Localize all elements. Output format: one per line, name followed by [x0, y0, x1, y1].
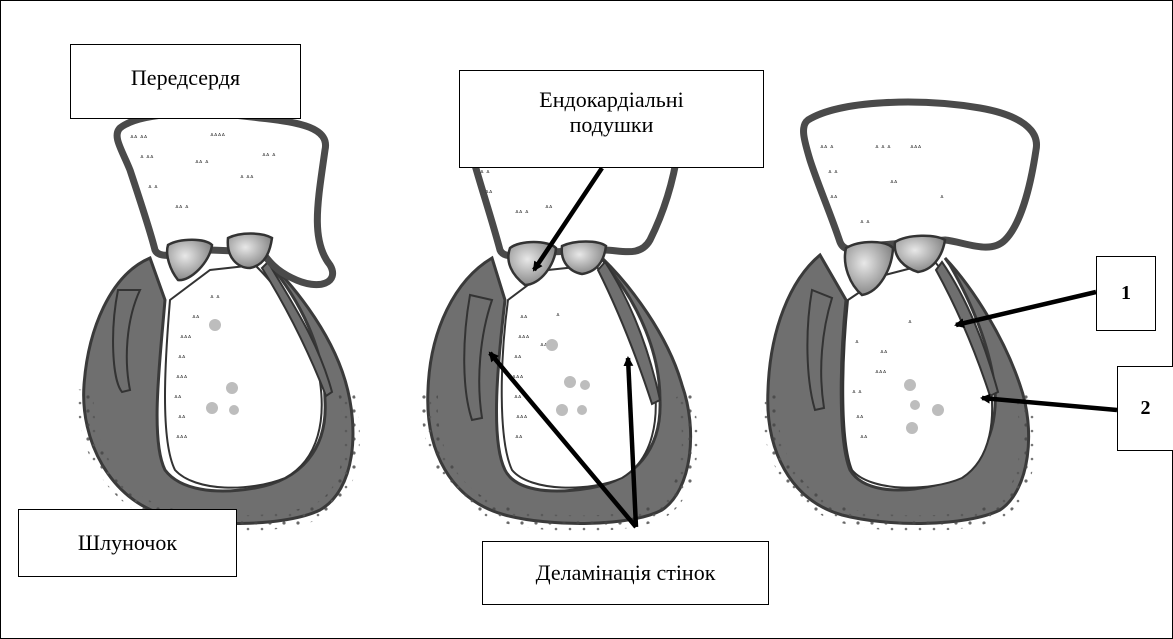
label-endocardial-cushions: Ендокардіальні подушки	[459, 70, 764, 168]
svg-text:ᐞᐞ ᐞ: ᐞᐞ ᐞ	[262, 152, 276, 160]
svg-text:ᐞᐞ: ᐞᐞ	[174, 394, 182, 402]
svg-text:ᐞᐞ: ᐞᐞ	[880, 349, 888, 357]
svg-text:ᐞᐞ: ᐞᐞ	[856, 414, 864, 422]
svg-text:ᐞᐞ ᐞ: ᐞᐞ ᐞ	[195, 159, 209, 167]
svg-text:ᐞᐞ ᐞᐞ: ᐞᐞ ᐞᐞ	[130, 134, 148, 142]
svg-text:ᐞ ᐞ: ᐞ ᐞ	[148, 184, 158, 192]
svg-text:ᐞᐞ: ᐞᐞ	[860, 434, 868, 442]
svg-text:ᐞᐞ: ᐞᐞ	[514, 354, 522, 362]
svg-text:ᐞᐞᐞ: ᐞᐞᐞ	[518, 334, 530, 342]
svg-text:ᐞᐞᐞᐞ: ᐞᐞᐞᐞ	[210, 132, 225, 140]
svg-text:ᐞ: ᐞ	[556, 312, 560, 320]
svg-text:ᐞᐞ: ᐞᐞ	[515, 434, 523, 442]
svg-text:ᐞ ᐞ: ᐞ ᐞ	[828, 169, 838, 177]
atrium-wall	[804, 102, 1037, 249]
svg-text:ᐞ ᐞ: ᐞ ᐞ	[860, 219, 870, 227]
label-atrium: Передсердя	[70, 44, 301, 119]
svg-text:ᐞ ᐞ ᐞ: ᐞ ᐞ ᐞ	[875, 144, 891, 152]
svg-text:ᐞᐞᐞ: ᐞᐞᐞ	[180, 334, 192, 342]
svg-text:ᐞ ᐞ: ᐞ ᐞ	[852, 389, 862, 397]
svg-text:ᐞᐞ: ᐞᐞ	[485, 189, 493, 197]
svg-text:ᐞᐞ: ᐞᐞ	[890, 179, 898, 187]
svg-text:ᐞᐞ: ᐞᐞ	[178, 414, 186, 422]
svg-text:ᐞᐞ: ᐞᐞ	[514, 394, 522, 402]
svg-text:ᐞᐞ: ᐞᐞ	[520, 314, 528, 322]
svg-text:ᐞᐞᐞ: ᐞᐞᐞ	[176, 374, 188, 382]
svg-text:ᐞ: ᐞ	[908, 319, 912, 327]
endocardial-cushion	[228, 234, 272, 269]
svg-text:ᐞᐞᐞ: ᐞᐞᐞ	[516, 414, 528, 422]
svg-text:ᐞᐞ: ᐞᐞ	[545, 204, 553, 212]
svg-text:ᐞ ᐞ: ᐞ ᐞ	[480, 169, 490, 177]
label-wall-delamination: Деламінація стінок	[482, 541, 769, 605]
svg-text:ᐞᐞ ᐞ: ᐞᐞ ᐞ	[175, 204, 189, 212]
svg-text:ᐞ ᐞᐞ: ᐞ ᐞᐞ	[240, 174, 254, 182]
label-ventricle: Шлуночок	[18, 509, 237, 577]
svg-text:ᐞᐞ: ᐞᐞ	[192, 314, 200, 322]
svg-text:ᐞ ᐞᐞ: ᐞ ᐞᐞ	[140, 154, 154, 162]
svg-text:ᐞ: ᐞ	[855, 339, 859, 347]
svg-text:ᐞᐞᐞ: ᐞᐞᐞ	[910, 144, 922, 152]
marker-label-1: 1	[1096, 256, 1156, 331]
svg-text:ᐞᐞ: ᐞᐞ	[178, 354, 186, 362]
svg-text:ᐞᐞ: ᐞᐞ	[830, 194, 838, 202]
svg-text:ᐞᐞᐞ: ᐞᐞᐞ	[875, 369, 887, 377]
marker-label-2: 2	[1117, 366, 1173, 451]
svg-text:ᐞᐞ ᐞ: ᐞᐞ ᐞ	[515, 209, 529, 217]
svg-text:ᐞ ᐞ: ᐞ ᐞ	[210, 294, 220, 302]
svg-text:ᐞᐞ ᐞ: ᐞᐞ ᐞ	[820, 144, 834, 152]
svg-text:ᐞᐞᐞ: ᐞᐞᐞ	[176, 434, 188, 442]
svg-text:ᐞ: ᐞ	[940, 194, 944, 202]
